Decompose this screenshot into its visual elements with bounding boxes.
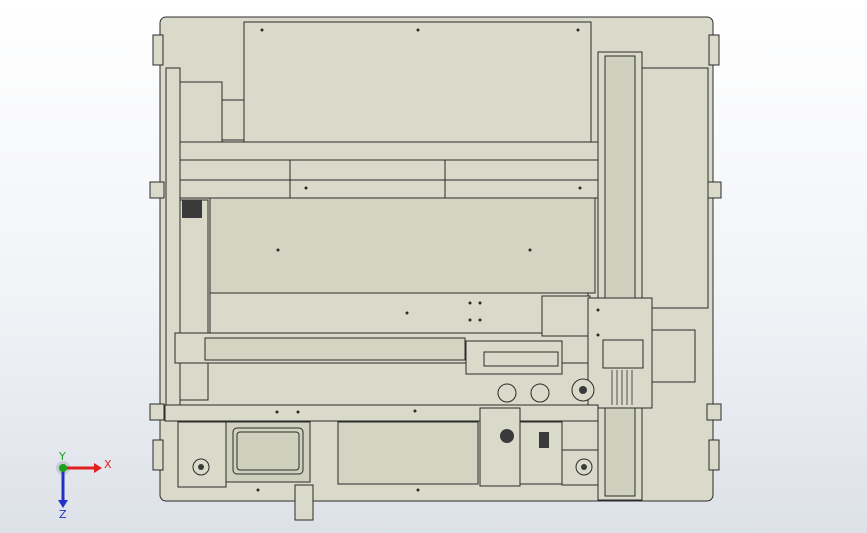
- frame-foot: [152, 439, 164, 471]
- carriage-block: [541, 295, 591, 337]
- center-plate: [209, 197, 596, 294]
- servo-motor: [602, 339, 644, 369]
- motor-housing: [179, 81, 223, 153]
- drive-block: [479, 407, 521, 487]
- drive-slot: [539, 432, 549, 448]
- z-axis-arrowhead: [58, 500, 68, 508]
- frame-tab: [149, 181, 165, 199]
- y-axis-dot: [59, 464, 67, 472]
- top-plate: [243, 21, 592, 143]
- pulley-hub: [581, 464, 587, 470]
- frame-foot: [708, 439, 720, 471]
- x-axis-arrowhead: [94, 463, 102, 473]
- left-inner-rail: [179, 199, 209, 401]
- motor-housing-detail: [221, 99, 245, 141]
- frame-tab: [149, 403, 165, 421]
- access-window-frame: [225, 421, 311, 483]
- drive-bracket: [519, 421, 563, 485]
- upper-beam: [179, 141, 599, 161]
- z-axis-label: Z: [59, 508, 67, 521]
- right-axis-rail: [604, 55, 636, 497]
- coordinate-triad: X Y Z: [56, 452, 112, 521]
- pulley-hub: [198, 464, 204, 470]
- upper-carriage: [289, 159, 446, 181]
- pulley: [530, 383, 550, 403]
- carriage-label-plate: [483, 351, 559, 367]
- upper-main-beam: [179, 179, 599, 199]
- pulley-hub: [579, 386, 587, 394]
- slide-inner: [204, 337, 466, 361]
- access-window-inner: [236, 431, 300, 471]
- x-axis-label: X: [104, 458, 112, 471]
- lower-left-plate: [177, 421, 227, 488]
- right-axis-cover: [641, 67, 709, 309]
- bottom-bracket: [294, 484, 314, 521]
- center-lower-plate: [209, 292, 589, 334]
- pulley: [497, 383, 517, 403]
- drive-shaft: [500, 429, 514, 443]
- frame-tab: [706, 403, 722, 421]
- y-axis-label: Y: [58, 452, 66, 463]
- lower-main-beam: [164, 404, 599, 422]
- side-box: [651, 329, 696, 383]
- frame-foot: [708, 34, 720, 66]
- access-window: [232, 427, 304, 475]
- frame-tab: [706, 181, 722, 199]
- bottom-center-plate: [337, 421, 479, 485]
- frame-foot: [152, 34, 164, 66]
- motor-shaft: [182, 200, 202, 218]
